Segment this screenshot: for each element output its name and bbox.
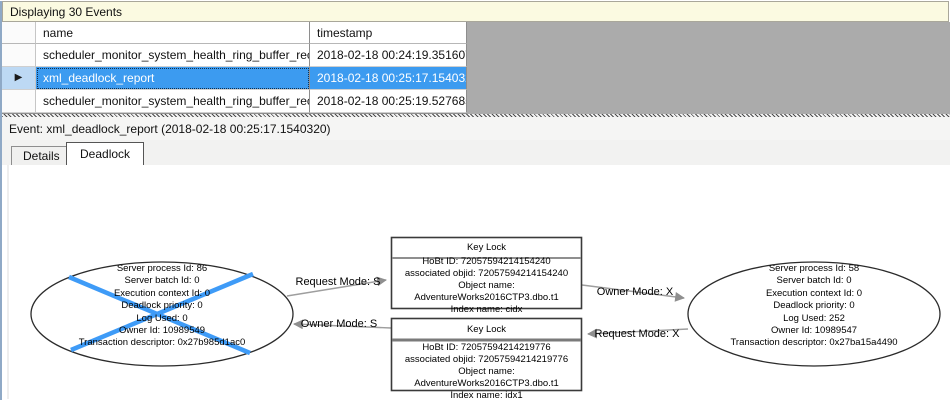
event-row[interactable]: scheduler_monitor_system_health_ring_buf… bbox=[2, 90, 467, 113]
tab-deadlock-label: Deadlock bbox=[80, 147, 131, 161]
text-line: Log Used: 0 bbox=[136, 312, 188, 324]
resource-node-keylock-bottom[interactable] bbox=[390, 317, 583, 392]
tab-details[interactable]: Details bbox=[11, 146, 72, 165]
event-name-cell[interactable]: xml_deadlock_report bbox=[36, 67, 310, 90]
text-line: associated objid: 72057594214154240 bbox=[404, 268, 569, 279]
text-line: Index name: idx1 bbox=[450, 390, 523, 400]
pane-splitter[interactable] bbox=[2, 114, 950, 117]
text-line: HoBt ID: 72057594214154240 bbox=[422, 256, 551, 267]
text-line: Log Used: 252 bbox=[783, 312, 845, 324]
event-name-cell[interactable]: scheduler_monitor_system_health_ring_buf… bbox=[36, 90, 310, 113]
event-detail-label: Event: xml_deadlock_report (2018-02-18 0… bbox=[9, 121, 331, 136]
edge-label-owner-mode-s: Owner Mode: S bbox=[300, 318, 378, 330]
text-line: Execution context Id: 0 bbox=[113, 287, 211, 299]
text-line: Deadlock priority: 0 bbox=[121, 300, 203, 312]
grid-header-timestamp[interactable]: timestamp bbox=[310, 22, 467, 44]
text-line: Deadlock priority: 0 bbox=[773, 300, 855, 312]
text-line: Server batch Id: 0 bbox=[776, 275, 852, 287]
text-line: Server process Id: 86 bbox=[116, 263, 208, 274]
text-line: Transaction descriptor: 0x27ba15a4490 bbox=[730, 337, 898, 349]
event-timestamp-cell[interactable]: 2018-02-18 00:25:19.5276859 bbox=[310, 90, 467, 113]
text-line: Server batch Id: 0 bbox=[124, 275, 200, 287]
event-name-cell[interactable]: scheduler_monitor_system_health_ring_buf… bbox=[36, 44, 310, 67]
edge-label-request-mode-x: Request Mode: X bbox=[594, 328, 680, 340]
edge-owner-x-line bbox=[581, 284, 685, 302]
text-line: Transaction descriptor: 0x27b985d1ac0 bbox=[78, 337, 246, 349]
resource-node-keylock-top[interactable] bbox=[390, 236, 583, 310]
event-timestamp-cell[interactable]: 2018-02-18 00:24:19.3516078 bbox=[310, 44, 467, 67]
current-row-arrow-icon: ▶ bbox=[14, 72, 23, 83]
events-info-bar: Displaying 30 Events bbox=[2, 1, 949, 22]
keylock-top-title: Key Lock bbox=[466, 242, 507, 253]
text-line: Object name: AdventureWorks2016CTP3.dbo.… bbox=[414, 366, 559, 389]
events-count-label: Displaying 30 Events bbox=[10, 4, 123, 19]
tab-details-label: Details bbox=[23, 149, 60, 163]
edge-request-x-line bbox=[587, 328, 689, 339]
deadlock-graph-canvas bbox=[7, 165, 941, 399]
edge-label-owner-mode-x: Owner Mode: X bbox=[596, 286, 674, 298]
text-line: HoBt ID: 72057594214219776 bbox=[422, 342, 551, 353]
tab-deadlock[interactable]: Deadlock bbox=[66, 142, 145, 165]
text-line: Object name: AdventureWorks2016CTP3.dbo.… bbox=[414, 280, 559, 303]
process-node-owner[interactable] bbox=[687, 261, 941, 367]
edge-label-request-mode-s: Request Mode: S bbox=[295, 276, 381, 288]
row-selector-cell[interactable] bbox=[2, 44, 36, 67]
text-line: Index name: cidx bbox=[450, 304, 523, 315]
victim-cross-line bbox=[70, 271, 254, 353]
events-grid: name timestamp scheduler_monitor_system_… bbox=[2, 22, 467, 114]
row-selector-cell[interactable] bbox=[2, 90, 36, 113]
grid-header-row: name timestamp bbox=[2, 22, 467, 44]
text-line: associated objid: 72057594214219776 bbox=[404, 354, 569, 365]
event-detail-bar: Event: xml_deadlock_report (2018-02-18 0… bbox=[2, 117, 950, 140]
event-timestamp-cell[interactable]: 2018-02-18 00:25:17.1540320 bbox=[310, 67, 467, 90]
event-row[interactable]: scheduler_monitor_system_health_ring_buf… bbox=[2, 44, 467, 67]
events-grid-section: name timestamp scheduler_monitor_system_… bbox=[2, 22, 950, 114]
text-line: Server process Id: 58 bbox=[768, 263, 860, 274]
detail-tab-strip: Details Deadlock bbox=[2, 140, 950, 165]
text-line: Execution context Id: 0 bbox=[765, 287, 863, 299]
keylock-bottom-title: Key Lock bbox=[466, 324, 507, 335]
edge-owner-s-line bbox=[293, 319, 392, 330]
text-line: Owner Id: 10989547 bbox=[770, 325, 858, 337]
row-selector-cell[interactable]: ▶ bbox=[2, 67, 36, 90]
grid-header-selector-cell bbox=[2, 22, 36, 44]
grid-header-name[interactable]: name bbox=[36, 22, 310, 44]
edge-request-s-line bbox=[286, 276, 387, 297]
text-line: Owner Id: 10989549 bbox=[118, 325, 206, 337]
event-row-selected[interactable]: ▶ xml_deadlock_report 2018-02-18 00:25:1… bbox=[2, 67, 467, 90]
